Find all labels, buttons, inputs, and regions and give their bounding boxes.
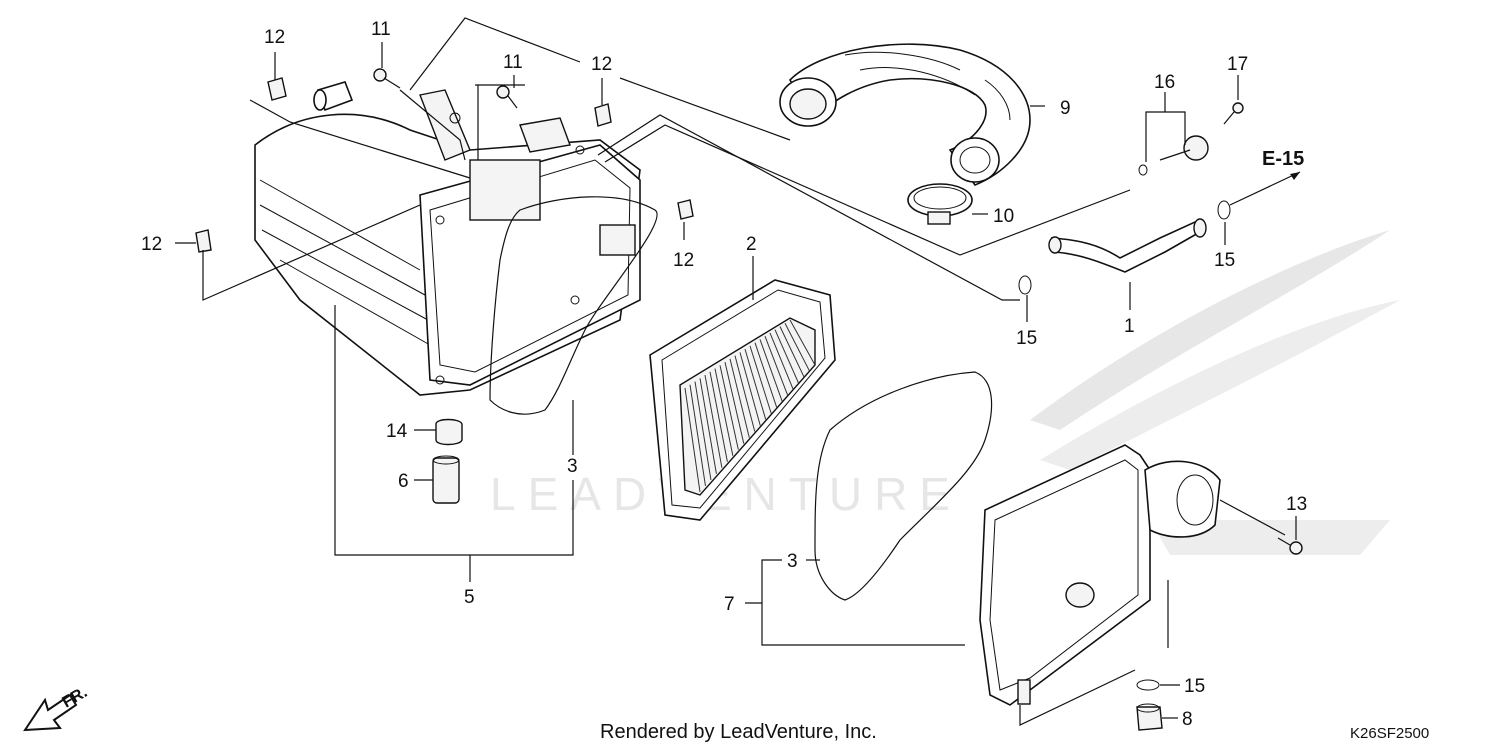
filter-pleat [779,326,805,378]
filter-pleat [729,358,750,438]
callout-10[interactable]: 10 [993,206,1014,227]
drain-cap-8 [1136,703,1163,731]
callout-11[interactable]: 11 [371,19,391,40]
filter-pleat [709,371,728,462]
filter-pleat [744,349,767,420]
callout-6[interactable]: 6 [398,471,409,492]
valve-assembly [1138,135,1209,176]
screw-11-left [373,68,401,89]
filter-pleat [739,352,761,426]
clip-15-bottom [1136,679,1160,691]
filter-pleat [719,365,739,450]
diagram-code: K26SF2500 [1350,725,1429,742]
filter-pleats [684,319,816,493]
gasket-right [814,371,993,601]
callout-17[interactable]: 17 [1227,54,1248,75]
callout-16[interactable]: 16 [1154,72,1175,93]
callout-3[interactable]: 3 [787,551,798,572]
callout-12[interactable]: 12 [591,54,612,75]
filter-pleat [784,323,810,372]
callout-8[interactable]: 8 [1182,709,1193,730]
clip-12-top-mid [594,103,612,127]
air-cleaner-case [254,89,641,396]
tube-1 [1048,218,1207,273]
screw-17 [1223,102,1244,125]
air-filter-element [649,279,836,521]
callout-3[interactable]: 3 [567,456,578,477]
callout-12[interactable]: 12 [264,27,285,48]
callout-9[interactable]: 9 [1060,98,1071,119]
clip-12-mid [677,199,694,220]
callout-5[interactable]: 5 [464,587,475,608]
filter-pleat [749,345,772,414]
drain-tube-6 [432,455,460,504]
hose-band [907,183,973,225]
filter-pleat [764,336,789,396]
filter-pleat [774,329,800,384]
filter-pleat [699,378,717,474]
callout-11[interactable]: 11 [503,52,523,73]
callout-14[interactable]: 14 [386,421,408,442]
screw-13 [1277,537,1303,555]
callout-15[interactable]: 15 [1214,250,1235,271]
callout-15[interactable]: 15 [1016,328,1037,349]
breather-plug [313,81,354,112]
filter-pleat [759,339,783,402]
callout-12[interactable]: 12 [141,234,162,255]
filter-pleat [754,342,778,408]
callout-12[interactable]: 12 [673,250,694,271]
filter-pleat [769,332,794,390]
filter-pleat [694,381,712,480]
callout-15[interactable]: 15 [1184,676,1205,697]
callout-13[interactable]: 13 [1286,494,1307,515]
callout-7[interactable]: 7 [724,594,735,615]
leader-lines [175,17,1301,726]
clip-12-top-left [267,77,287,101]
clip-15-right [1217,200,1231,220]
drain-clip-14 [435,418,463,446]
air-cleaner-cover [979,444,1221,706]
callout-2[interactable]: 2 [746,234,757,255]
reference-e15[interactable]: E-15 [1262,148,1304,170]
filter-pleat [684,387,701,493]
front-direction-arrow: FR. [23,684,90,732]
intake-duct [779,43,1031,186]
filter-pleat [789,319,816,366]
footer-credit: Rendered by LeadVenture, Inc. [600,721,877,743]
gasket-left [489,196,658,415]
clip-12-left [195,229,212,253]
screw-11-right [496,85,518,109]
filter-pleat [689,384,706,487]
filter-pleat [734,355,756,432]
callout-1[interactable]: 1 [1124,316,1135,337]
clip-15-left [1018,275,1032,295]
filter-pleat [724,361,745,444]
filter-pleat [704,374,723,468]
filter-pleat [714,368,734,456]
